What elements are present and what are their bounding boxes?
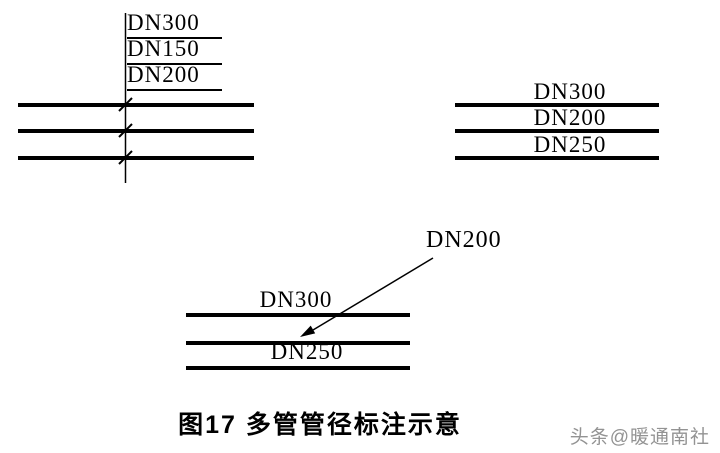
pipe-line — [455, 103, 659, 107]
pipe-diameter-label: DN150 — [127, 37, 222, 65]
pipe-line — [18, 129, 254, 133]
pipe-diameter-label: DN250 — [533, 132, 607, 157]
pipe-line — [186, 341, 410, 345]
leader-pipe-diameter-label: DN200 — [426, 227, 502, 253]
leader-arrowhead-icon — [300, 325, 316, 337]
pipe-line — [18, 156, 254, 160]
pipe-diameter-label: DN300 — [259, 287, 333, 312]
pipe-line — [186, 366, 410, 370]
pipe-line — [18, 103, 254, 107]
pipe-diameter-label: DN300 — [533, 79, 607, 104]
figure-caption: 图17 多管管径标注示意 — [178, 411, 462, 439]
pipe-diameter-label: DN200 — [533, 105, 607, 130]
pipe-diameter-label: DN250 — [270, 339, 344, 364]
watermark-text: 头条@暖通南社 — [569, 427, 710, 448]
pipe-diameter-label: DN300 — [127, 11, 222, 39]
pipe-line — [186, 313, 410, 317]
pipe-diameter-label: DN200 — [127, 63, 222, 91]
pipe-line — [455, 156, 659, 160]
pipe-line — [455, 129, 659, 133]
